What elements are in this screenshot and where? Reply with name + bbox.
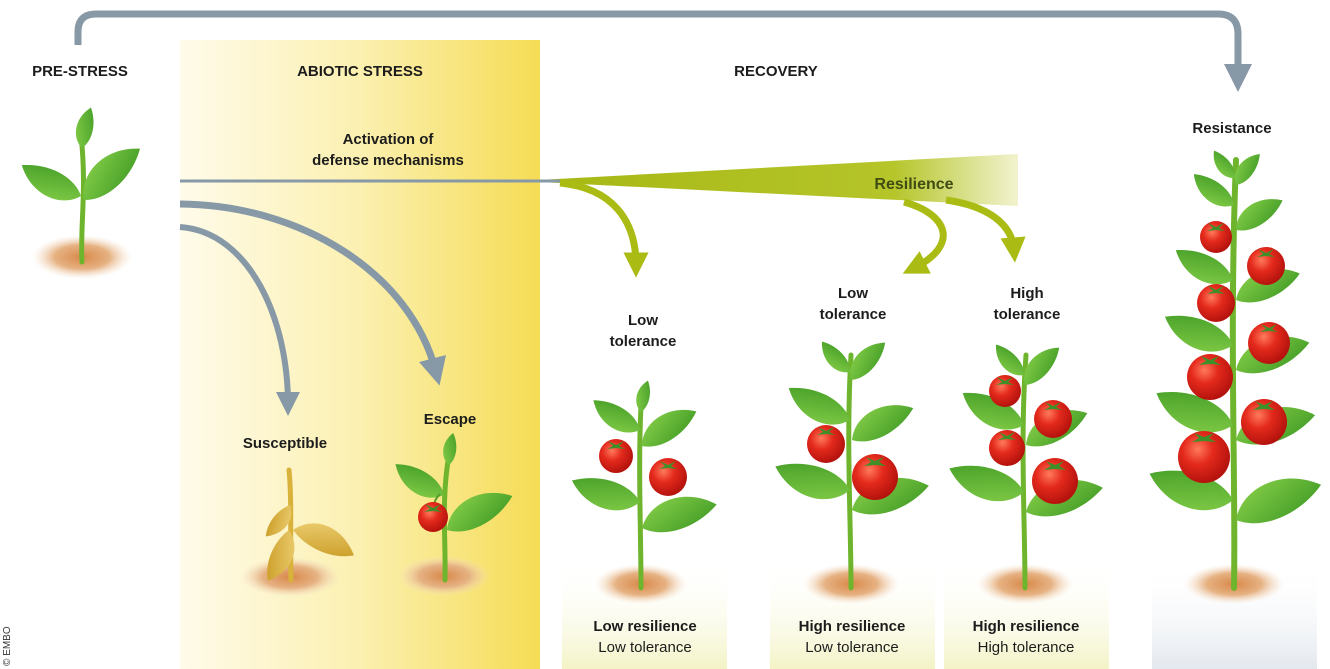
outcome-3-resilience: High resilience [973,618,1080,635]
low-tolerance-b-line2: tolerance [820,306,887,323]
tomato-plant-icon [769,334,933,604]
high-tolerance-line1: High [1010,285,1043,302]
escape-arrow [179,200,447,386]
escape-label: Escape [424,411,477,428]
phase-pre-stress: PRE-STRESS [32,63,128,80]
outcome-1-tolerance: Low tolerance [598,639,691,656]
copyright-text: © EMBO [2,626,13,666]
high-tolerance-line2: tolerance [994,306,1061,323]
tomato-plant-icon [566,378,721,604]
low-tolerance-a-line1: Low [628,312,658,329]
outcome-3-tolerance: High tolerance [978,639,1075,656]
low-tolerance-arrow-b [902,198,947,274]
high-tolerance-arrow [945,196,1026,263]
tomato-plant-icon [943,339,1107,604]
susceptible-arrow [179,224,300,416]
activation-label-line1: Activation of [343,131,435,148]
susceptible-label: Susceptible [243,435,327,452]
resistance-arrow [74,10,1252,92]
phase-recovery: RECOVERY [734,63,818,80]
wilted-plant-icon [240,467,361,597]
activation-label-line2: defense mechanisms [312,152,464,169]
phase-abiotic-stress: ABIOTIC STRESS [297,63,423,80]
low-tolerance-arrow-a [559,179,649,278]
resistance-label: Resistance [1192,120,1271,137]
outcome-1-resilience: Low resilience [593,618,696,635]
low-tolerance-a-line2: tolerance [610,333,677,350]
outcome-2-tolerance: Low tolerance [805,639,898,656]
outcome-2-resilience: High resilience [799,618,906,635]
low-tolerance-b-line1: Low [838,285,868,302]
resilience-label: Resilience [874,176,953,193]
escape-plant-icon [388,431,519,596]
seedling-icon [14,105,150,279]
tomato-plant-icon [1143,146,1327,604]
resilience-wedge [520,154,1018,206]
